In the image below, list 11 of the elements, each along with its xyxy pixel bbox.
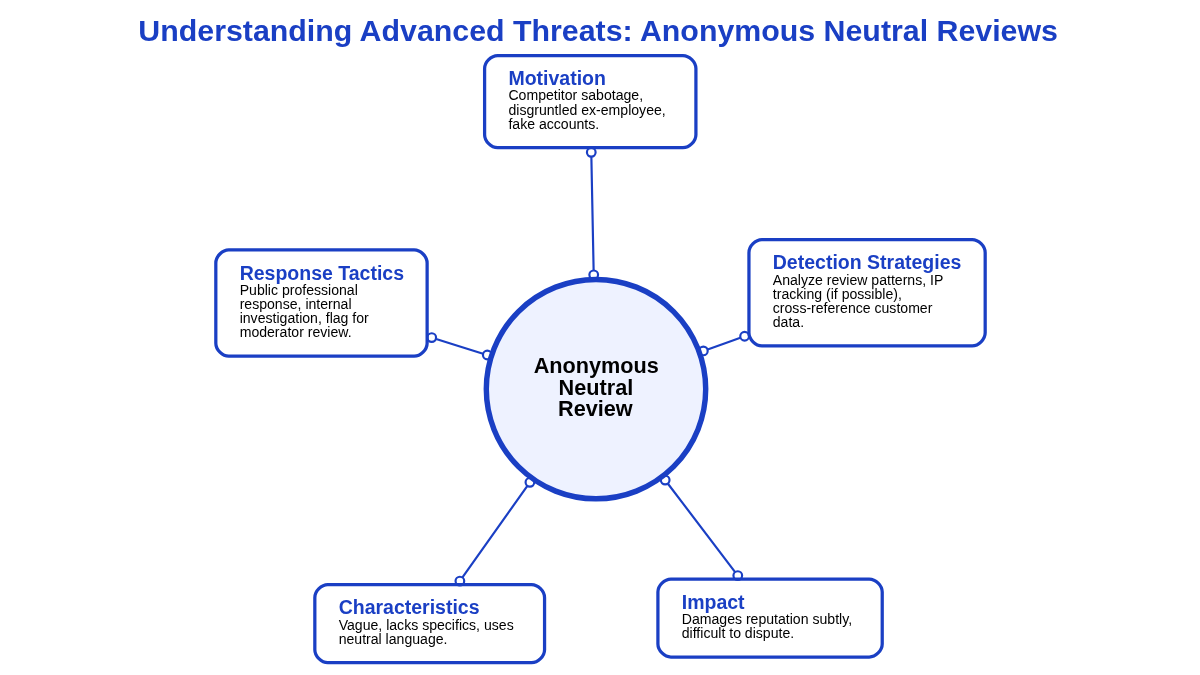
node-box: Response Tactics Public professional response, internal investigation, flag for moderator review. [213,247,429,358]
connector [425,331,493,360]
connector [453,476,535,586]
node-box: Impact Damages reputation subtly, difficult to dispute. [655,576,884,659]
connector [585,146,599,280]
connector [659,474,743,581]
node-box: Detection Strategies Analyze review patterns, IP tracking (if possible), cross-reference customer data. [746,237,987,347]
connector [697,330,750,356]
node-box: Motivation Competitor sabotage, disgruntled ex-employee, fake accounts. [482,53,698,149]
diagram-title: Understanding Advanced Threats: Anonymous Neutral Reviews [137,13,1058,47]
node-box: Characteristics Vague, lacks specifics, uses neutral language. [312,582,546,664]
